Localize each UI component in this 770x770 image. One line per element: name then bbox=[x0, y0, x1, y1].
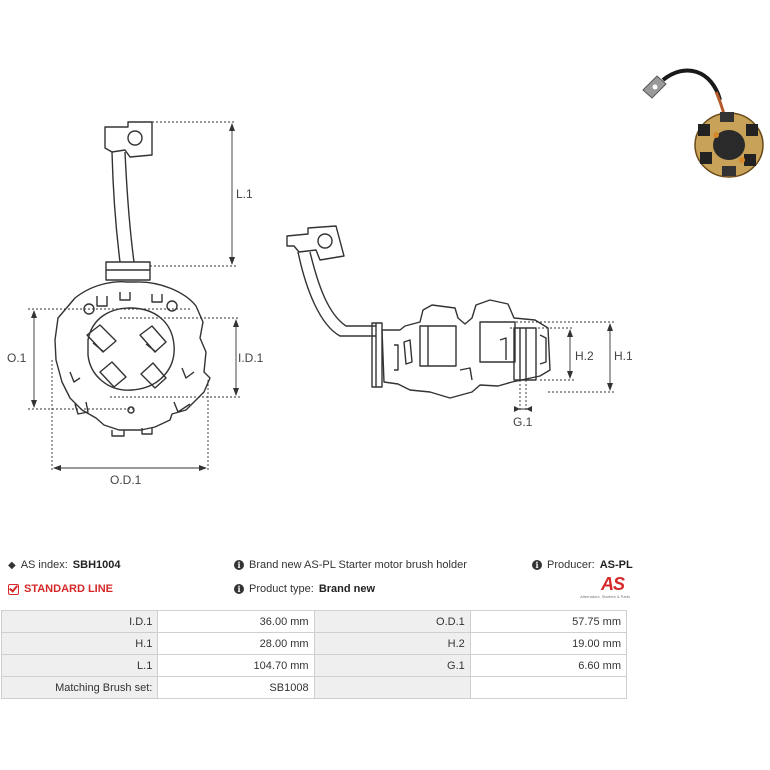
spec-value: 104.70 mm bbox=[157, 654, 315, 677]
brand-logo: AS Alternators, Starters & Parts bbox=[562, 574, 630, 604]
as-index-label: AS index: bbox=[20, 559, 68, 571]
spec-key: I.D.1 bbox=[0, 610, 159, 633]
check-icon bbox=[8, 583, 19, 595]
standard-line-label: STANDARD LINE bbox=[24, 583, 114, 595]
table-row: I.D.1 36.00 mm O.D.1 57.75 mm bbox=[0, 610, 628, 633]
producer: i Producer: AS-PL bbox=[532, 559, 633, 571]
logo-tagline: Alternators, Starters & Parts bbox=[580, 594, 630, 599]
dim-label-g1: G.1 bbox=[513, 415, 533, 429]
info-icon: i bbox=[532, 560, 542, 570]
description: i Brand new AS-PL Starter motor brush ho… bbox=[234, 559, 467, 571]
spec-key: O.D.1 bbox=[313, 610, 471, 633]
product-photo bbox=[642, 68, 764, 178]
tag-icon: ◆ bbox=[8, 559, 16, 571]
as-index: ◆ AS index: SBH1004 bbox=[8, 559, 121, 571]
spec-key: H.1 bbox=[0, 632, 159, 655]
side-view bbox=[286, 225, 551, 399]
standard-line: STANDARD LINE bbox=[8, 583, 113, 595]
info-icon: i bbox=[234, 584, 244, 594]
product-type: i Product type: Brand new bbox=[234, 583, 375, 595]
spec-value: SB1008 bbox=[157, 676, 315, 699]
spec-key: L.1 bbox=[0, 654, 159, 677]
as-index-value: SBH1004 bbox=[72, 559, 121, 571]
dim-label-l1: L.1 bbox=[236, 187, 253, 201]
front-view bbox=[54, 121, 211, 437]
spec-value bbox=[469, 676, 628, 699]
producer-value: AS-PL bbox=[599, 559, 633, 571]
product-type-label: Product type: bbox=[249, 583, 314, 595]
producer-label: Producer: bbox=[547, 559, 595, 571]
spec-value: 28.00 mm bbox=[157, 632, 315, 655]
description-text: Brand new AS-PL Starter motor brush hold… bbox=[249, 559, 467, 571]
info-icon: i bbox=[234, 560, 244, 570]
table-row: L.1 104.70 mm G.1 6.60 mm bbox=[0, 654, 628, 677]
dim-label-o1: O.1 bbox=[7, 351, 27, 365]
spec-key: H.2 bbox=[313, 632, 471, 655]
dim-label-h2: H.2 bbox=[575, 349, 594, 363]
technical-drawing: L.1 O.1 I.D.1 O.D.1 H.2 H.1 G.1 bbox=[7, 68, 764, 487]
spec-key: G.1 bbox=[313, 654, 471, 677]
table-row: Matching Brush set: SB1008 bbox=[0, 676, 628, 699]
dim-label-h1: H.1 bbox=[614, 349, 633, 363]
spec-value: 19.00 mm bbox=[469, 632, 628, 655]
dim-label-od1: O.D.1 bbox=[110, 473, 142, 487]
spec-value: 36.00 mm bbox=[157, 610, 315, 633]
logo-mark: AS bbox=[600, 574, 625, 594]
dim-label-id1: I.D.1 bbox=[238, 351, 264, 365]
spec-key bbox=[313, 676, 471, 699]
product-type-value: Brand new bbox=[318, 583, 376, 595]
spec-key: Matching Brush set: bbox=[0, 676, 159, 699]
spec-value: 57.75 mm bbox=[469, 610, 628, 633]
table-row: H.1 28.00 mm H.2 19.00 mm bbox=[0, 632, 628, 655]
spec-value: 6.60 mm bbox=[469, 654, 628, 677]
spec-table: I.D.1 36.00 mm O.D.1 57.75 mm H.1 28.00 … bbox=[0, 610, 628, 699]
